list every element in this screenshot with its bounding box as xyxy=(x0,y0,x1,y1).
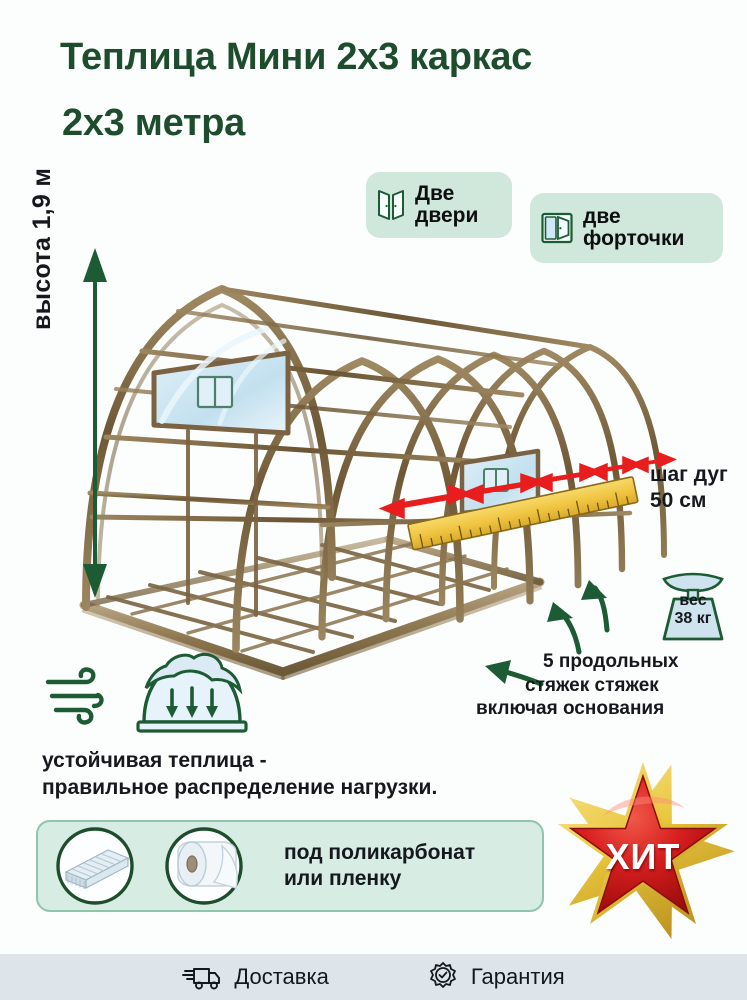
title-line-2: 2х3 метра xyxy=(62,101,245,144)
hit-badge: ХИТ xyxy=(548,762,738,940)
delivery-truck-icon xyxy=(182,968,221,990)
window-vent-icon xyxy=(541,212,573,244)
callout-doors[interactable]: Две двери xyxy=(366,172,512,238)
covering-label: под поликарбонат или пленку xyxy=(284,841,476,890)
arc-step-label: шаг дуг 50 см xyxy=(650,463,728,512)
footer-bar: Доставка Гарантия xyxy=(0,954,747,1000)
weight-badge: вес 38 кг xyxy=(650,565,736,643)
callout-doors-label: Две двери xyxy=(415,181,479,227)
page-title: Теплица Мини 2х3 каркас 2х3 метра xyxy=(60,36,710,144)
kitchen-scale-icon xyxy=(662,572,724,641)
weight-text: вес 38 кг xyxy=(674,592,712,628)
double-door-icon xyxy=(378,190,404,220)
callout-vents-label: две форточки xyxy=(583,204,685,250)
snow-load-dome-icon xyxy=(136,652,248,733)
footer-item-guarantee[interactable]: Гарантия xyxy=(427,961,565,993)
wind-icon xyxy=(45,667,104,725)
footer-item-delivery[interactable]: Доставка xyxy=(182,963,329,991)
base-ties-arrows xyxy=(485,580,610,687)
ties-label: 5 продольных стяжек стяжек включая основ… xyxy=(476,651,679,720)
footer-guarantee-label: Гарантия xyxy=(470,964,565,989)
film-roll-icon xyxy=(165,827,243,905)
covering-box: под поликарбонат или пленку xyxy=(36,820,544,912)
stability-label: устойчивая теплица - правильное распреде… xyxy=(42,749,438,799)
guarantee-check-icon xyxy=(429,962,456,988)
hit-star-shape xyxy=(558,762,735,940)
footer-delivery-label: Доставка xyxy=(234,964,329,989)
polycarbonate-sheet-icon xyxy=(56,827,134,905)
greenhouse-frame-illustration xyxy=(79,285,678,680)
height-label: высота 1,9 м xyxy=(28,167,56,330)
title-line-1: Теплица Мини 2х3 каркас xyxy=(60,36,533,78)
ruler-icon xyxy=(407,476,639,551)
callout-vents[interactable]: две форточки xyxy=(530,193,723,263)
height-dimension-arrow xyxy=(83,248,107,598)
arc-step-arrows xyxy=(378,451,678,520)
